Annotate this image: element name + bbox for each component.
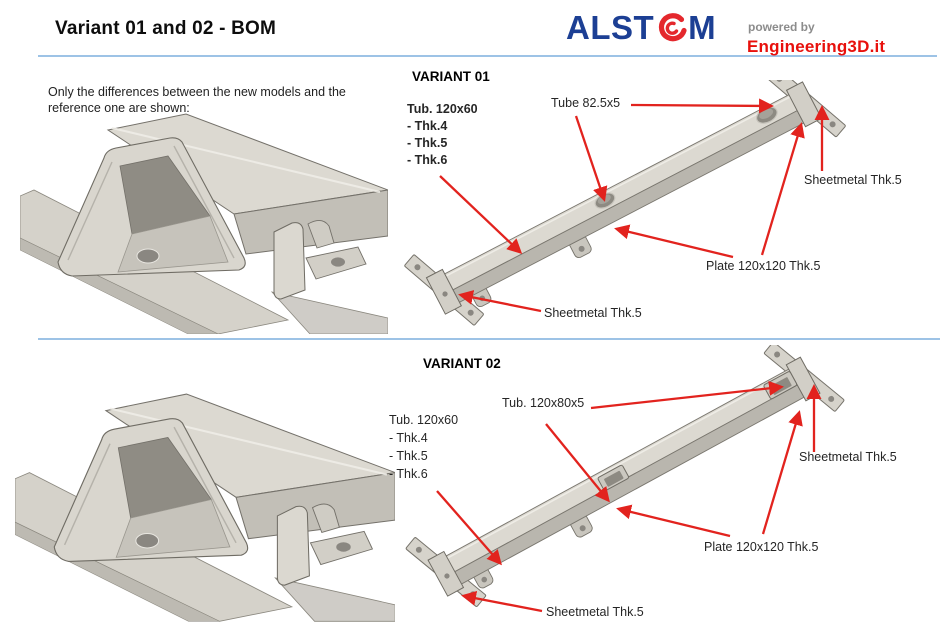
variant02-beam-image (405, 345, 845, 613)
leader-arrow (616, 504, 731, 538)
alstom-logo-text-right: M (688, 9, 717, 46)
variant02-tube-insert-label: Tub. 120x80x5 (502, 396, 585, 410)
closeup-image-variant02 (15, 393, 395, 623)
leader-arrow (590, 380, 784, 410)
leader-arrow (461, 590, 543, 613)
tub-thk-option: - Thk.6 (407, 153, 448, 167)
alstom-logo-text-left: ALST (566, 9, 655, 46)
engineering3d-brand: Engineering3D.it (747, 37, 886, 56)
header-rule (38, 55, 937, 57)
tub-thk-option: - Thk.5 (407, 136, 448, 150)
leader-arrow (630, 98, 774, 114)
variant01-beam-image (404, 80, 846, 326)
alstom-logo: ALST M (566, 8, 716, 48)
leader-arrow (436, 490, 502, 566)
tub-size: Tub. 120x60 (389, 413, 459, 427)
variant02-plate-label: Plate 120x120 Thk.5 (704, 540, 819, 554)
leader-arrows-v02 (436, 380, 822, 613)
leader-arrows-v01 (439, 98, 830, 313)
closeup-image-variant01 (20, 113, 388, 334)
tub-thk-option: - Thk.4 (389, 431, 428, 445)
alstom-o-icon (659, 13, 687, 42)
leader-arrow (545, 423, 610, 503)
leader-arrow (761, 410, 803, 535)
variant01-sheetmetal-right-label: Sheetmetal Thk.5 (804, 173, 902, 187)
tub-thk-option: - Thk.4 (407, 119, 448, 133)
variant02-sheetmetal-right-label: Sheetmetal Thk.5 (799, 450, 897, 464)
tub-thk-option: - Thk.6 (389, 467, 428, 481)
leader-arrow (458, 290, 542, 313)
variant01-sheetmetal-bottom-label: Sheetmetal Thk.5 (544, 306, 642, 320)
tub-size: Tub. 120x60 (407, 102, 478, 116)
section-divider (38, 338, 940, 340)
leader-arrow (760, 122, 805, 256)
variant02-sheetmetal-bottom-label: Sheetmetal Thk.5 (546, 605, 644, 619)
variant01-plate-label: Plate 120x120 Thk.5 (706, 259, 821, 273)
leader-arrow (574, 115, 608, 202)
variant01-tub-label: Tub. 120x60 - Thk.4 - Thk.5 - Thk.6 (407, 101, 478, 169)
variant02-heading: VARIANT 02 (423, 356, 501, 371)
leader-arrow (439, 175, 523, 255)
powered-by-label: powered by (748, 20, 815, 34)
variant02-tub-label: Tub. 120x60 - Thk.4 - Thk.5 - Thk.6 (389, 411, 458, 483)
intro-text: Only the differences between the new mod… (48, 84, 346, 116)
tub-thk-option: - Thk.5 (389, 449, 428, 463)
leader-arrow (614, 224, 734, 259)
beam-v02 (405, 345, 845, 607)
page-title: Variant 01 and 02 - BOM (55, 18, 277, 39)
variant01-tube-label: Tube 82.5x5 (551, 96, 621, 110)
variant01-heading: VARIANT 01 (412, 69, 490, 84)
